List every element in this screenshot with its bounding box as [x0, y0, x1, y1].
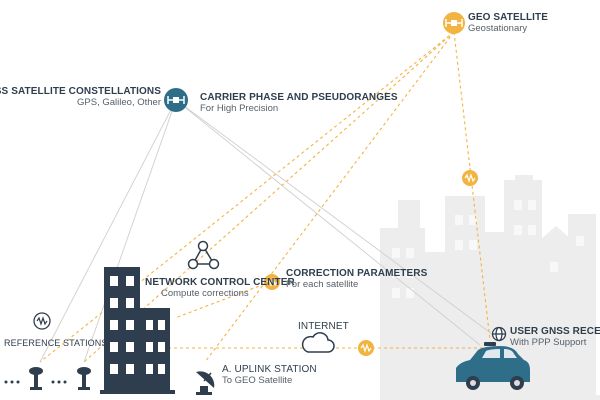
- uplink-title: A. UPLINK STATION: [222, 364, 317, 375]
- user-title: USER GNSS RECEIVER: [510, 326, 600, 337]
- carrier-subtitle: For High Precision: [200, 102, 279, 114]
- corr-title: CORRECTION PARAMETERS: [286, 268, 428, 279]
- gnss-title: GNSS SATELLITE CONSTELLATIONS: [0, 86, 161, 97]
- correction-parameters-label: CORRECTION PARAMETERS For each satellite: [286, 268, 427, 290]
- corr-subtitle: For each satellite: [286, 278, 359, 290]
- geo-satellite-label: GEO SATELLITE Geostationary: [468, 12, 548, 34]
- cloud-icon: [301, 332, 335, 353]
- signal-node-internet: [358, 340, 374, 356]
- city-windows: [392, 200, 584, 298]
- ground-dots: [4, 380, 67, 384]
- network-control-center-label: NETWORK CONTROL CENTER Compute correctio…: [145, 277, 295, 299]
- gnss-subtitle: GPS, Galileo, Other: [77, 96, 161, 108]
- globe-icon: [491, 326, 507, 342]
- gnss-constellation-label: GNSS SATELLITE CONSTELLATIONS GPS, Galil…: [0, 86, 161, 108]
- satellite-icon: [445, 19, 463, 27]
- carrier-title: CARRIER PHASE AND PSEUDORANGES: [200, 92, 398, 103]
- geo-satellite-node: [443, 12, 465, 34]
- office-building-icon: [100, 267, 175, 394]
- user-receiver-label: USER GNSS RECEIVER With PPP Support: [510, 326, 600, 348]
- reference-station-left: [29, 367, 43, 390]
- internet-label: INTERNET: [298, 321, 349, 332]
- car-icon: [456, 342, 530, 390]
- geo-subtitle: Geostationary: [468, 22, 528, 34]
- reference-station-right: [77, 367, 91, 390]
- uplink-station-label: A. UPLINK STATION To GEO Satellite: [222, 364, 317, 386]
- signal-node-geo-downlink: [462, 170, 478, 186]
- geo-title: GEO SATELLITE: [468, 12, 549, 23]
- satellite-icon: [167, 96, 185, 104]
- satellite-dish-icon: [196, 371, 215, 395]
- ncc-subtitle: Compute corrections: [161, 287, 249, 299]
- user-subtitle: With PPP Support: [510, 336, 587, 348]
- network-nodes-icon: [187, 240, 220, 270]
- uplink-subtitle: To GEO Satellite: [222, 374, 293, 386]
- ncc-title: NETWORK CONTROL CENTER: [145, 277, 295, 288]
- signal-node-corrections: [264, 274, 280, 290]
- carrier-phase-label: CARRIER PHASE AND PSEUDORANGES For High …: [200, 92, 398, 114]
- gnss-signal-lines: [39, 99, 501, 363]
- gnss-constellation-node: [164, 88, 188, 112]
- signal-node-reference: [33, 312, 51, 330]
- reference-stations-label: REFERENCE STATIONS: [4, 338, 108, 348]
